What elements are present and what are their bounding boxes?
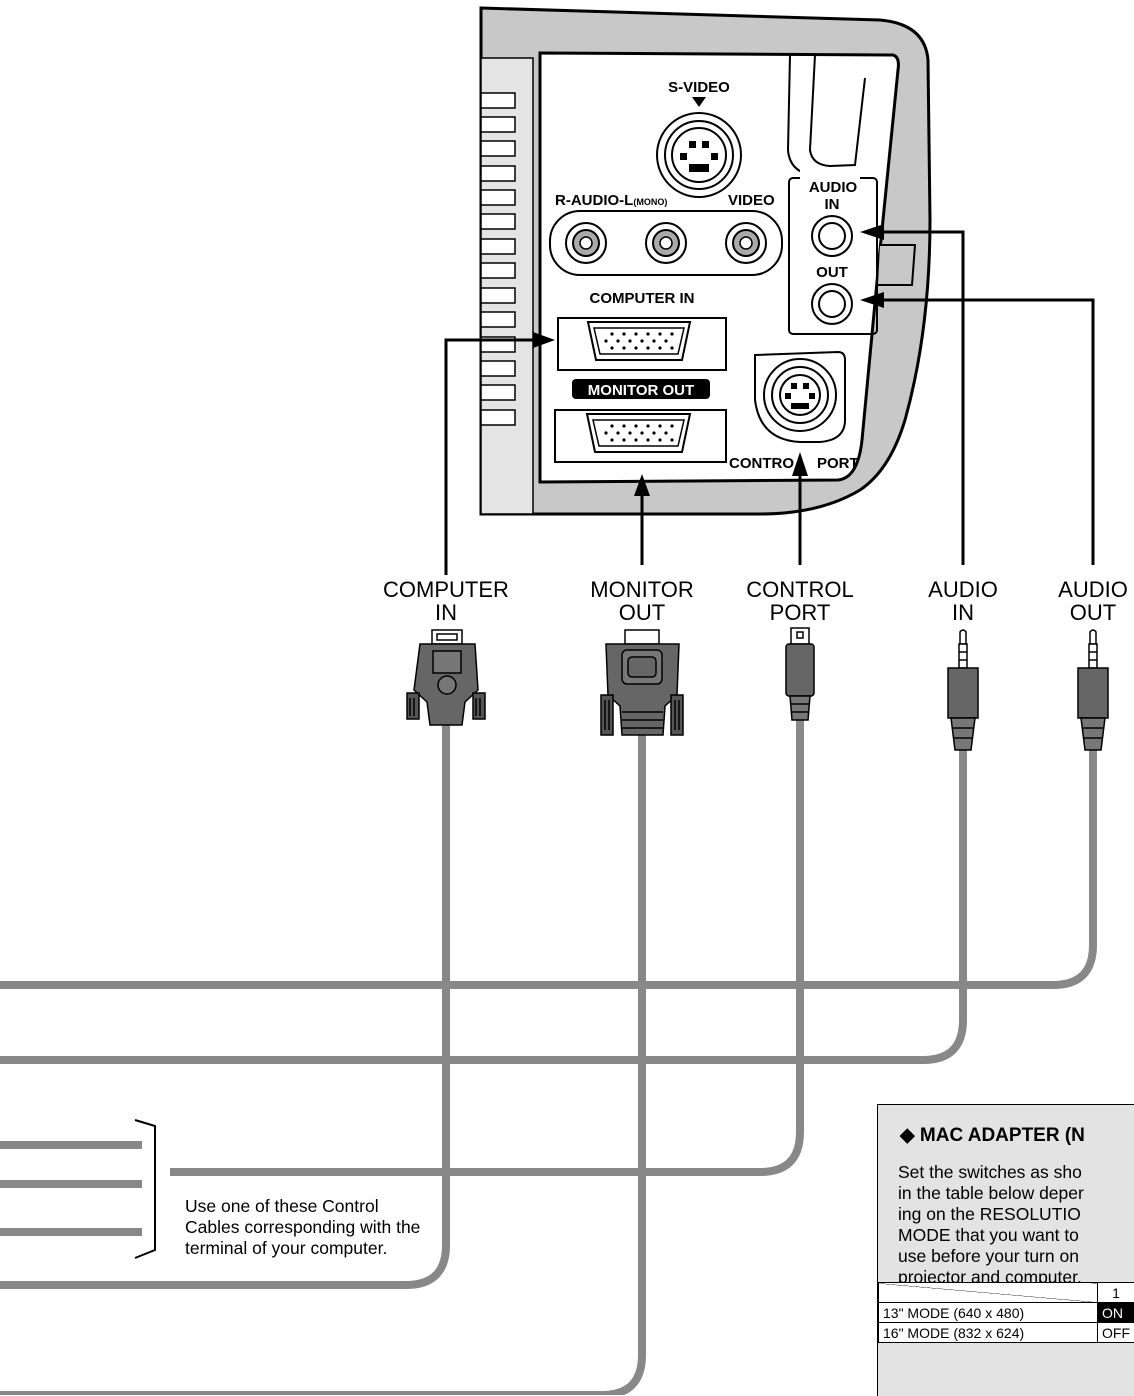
- mac-text-line: Set the switches as sho: [898, 1162, 1084, 1183]
- cable-label-control-port-1: CONTROL: [746, 577, 854, 602]
- table-header-row: 1: [879, 1283, 1134, 1303]
- mac-adapter-title: ◆ MAC ADAPTER (N: [900, 1124, 1085, 1147]
- cable-label-monitor-out-2: OUT: [619, 600, 665, 625]
- cable-label-computer-in-1: COMPUTER: [383, 577, 509, 602]
- cable-labels: COMPUTER IN MONITOR OUT CONTROL PORT AUD…: [383, 577, 1128, 625]
- control-cable-note: Use one of these Control Cables correspo…: [185, 1196, 425, 1259]
- din-plug-control: [786, 628, 814, 720]
- monitor-out-label: MONITOR OUT: [588, 382, 694, 399]
- vga-plug-computer-in: [407, 630, 485, 725]
- cable-audio-out: [0, 695, 1093, 985]
- table-mode-cell: 16" MODE (832 x 624): [879, 1323, 1098, 1343]
- cable-label-audio-out-2: OUT: [1070, 600, 1116, 625]
- mac-text-line: in the table below deper: [898, 1183, 1084, 1204]
- switch-table: 1 13" MODE (640 x 480) ON 16" MODE (832 …: [878, 1282, 1134, 1343]
- cable-audio-in: [0, 750, 963, 1060]
- cable-label-audio-in-2: IN: [952, 600, 974, 625]
- table-header-switch-1: 1: [1098, 1283, 1134, 1303]
- cable-control: [170, 720, 800, 1172]
- cable-label-control-port-2: PORT: [770, 600, 831, 625]
- rca-panel: R-AUDIO-L(MONO) VIDEO: [550, 192, 782, 275]
- table-switch-cell: ON: [1098, 1303, 1134, 1323]
- mac-adapter-text: Set the switches as sho in the table bel…: [898, 1162, 1084, 1288]
- cable-label-monitor-out-1: MONITOR: [590, 577, 693, 602]
- video-label: VIDEO: [728, 192, 775, 209]
- cable-label-audio-out-1: AUDIO: [1058, 577, 1128, 602]
- table-mode-cell: 13" MODE (640 x 480): [879, 1303, 1098, 1323]
- control-port-label-b: PORT: [817, 455, 859, 472]
- vga-plug-monitor-out: [601, 630, 683, 735]
- table-row: 13" MODE (640 x 480) ON: [879, 1303, 1134, 1323]
- audio-in-label-1: AUDIO: [809, 179, 858, 196]
- audio-plug-out: [1078, 630, 1108, 750]
- control-port-label-a: CONTRO: [729, 455, 794, 472]
- cable-monitor-out: [0, 735, 642, 1395]
- table-switch-cell: OFF: [1098, 1323, 1134, 1343]
- s-video-label: S-VIDEO: [668, 79, 730, 96]
- control-cable-bracket: [135, 1120, 155, 1258]
- mac-text-line: MODE that you want to: [898, 1225, 1084, 1246]
- cable-label-computer-in-2: IN: [435, 600, 457, 625]
- audio-out-label: OUT: [816, 264, 848, 281]
- audio-in-label-2: IN: [825, 196, 840, 213]
- table-row: 16" MODE (832 x 624) OFF: [879, 1323, 1134, 1343]
- table-corner-cell: [879, 1283, 1098, 1303]
- audio-plug-in: [948, 630, 978, 750]
- monitor-out-port: MONITOR OUT: [555, 379, 726, 462]
- cable-label-audio-in-1: AUDIO: [928, 577, 998, 602]
- mac-adapter-box: ◆ MAC ADAPTER (N Set the switches as sho…: [877, 1104, 1134, 1396]
- mac-text-line: use before your turn on: [898, 1246, 1084, 1267]
- mac-text-line: ing on the RESOLUTIO: [898, 1204, 1084, 1225]
- computer-in-label: COMPUTER IN: [590, 290, 695, 307]
